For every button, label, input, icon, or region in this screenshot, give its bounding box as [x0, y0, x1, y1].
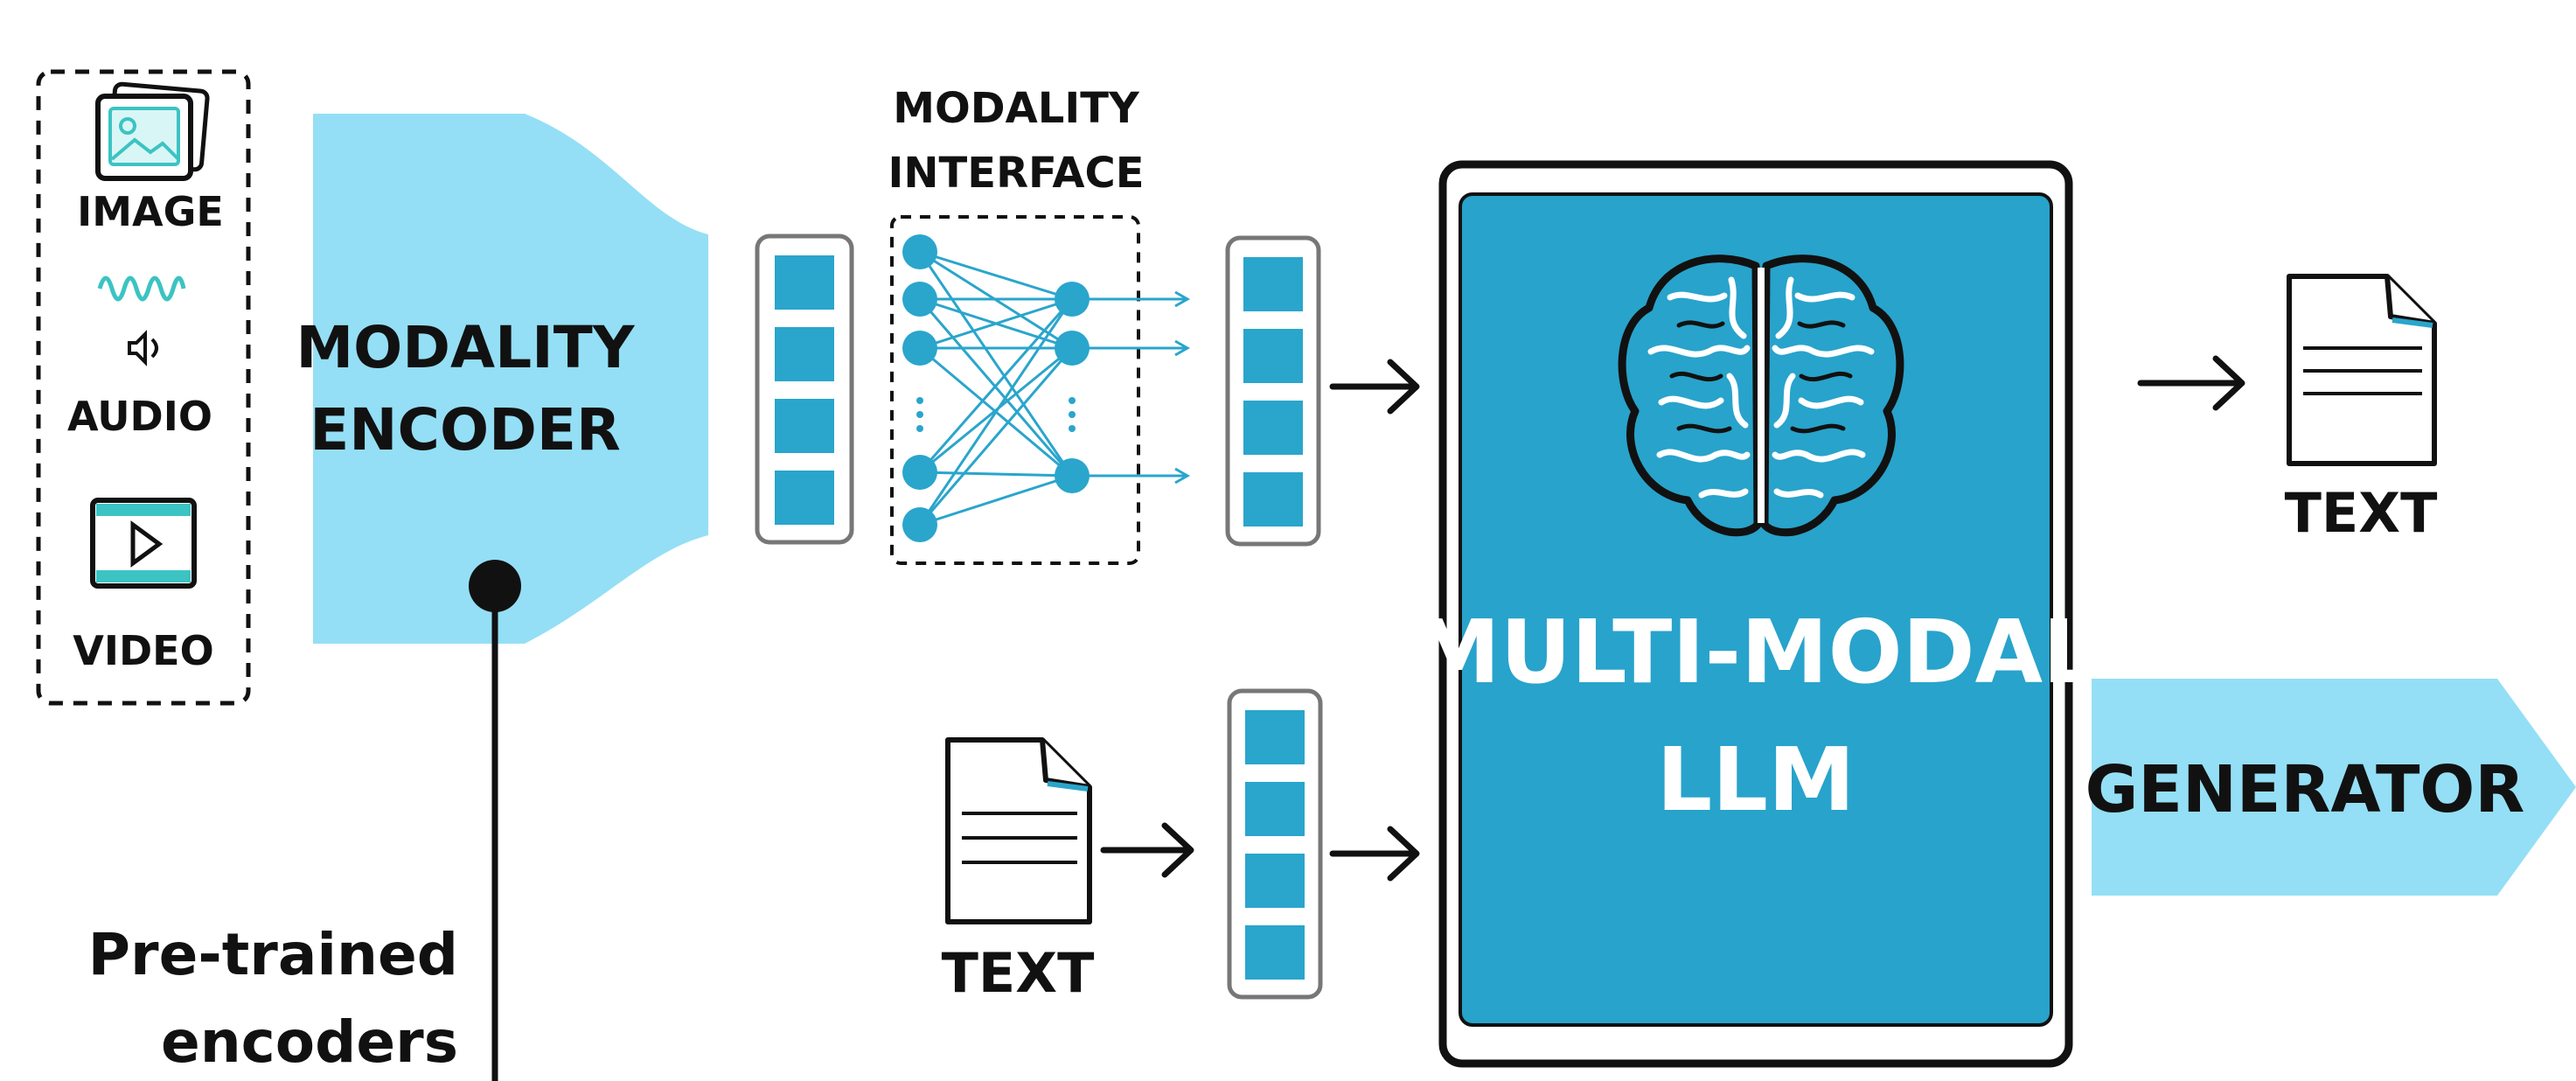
token	[1245, 710, 1305, 764]
annotation-line1: Pre-trained	[88, 921, 458, 988]
arrow-right-icon	[1100, 822, 1194, 878]
interface-line2: INTERFACE	[888, 149, 1145, 198]
arrow-right-icon	[2137, 355, 2245, 411]
token	[1245, 854, 1305, 908]
token	[775, 327, 834, 381]
interface-line1: MODALITY	[893, 84, 1140, 133]
token	[1243, 257, 1303, 311]
interface-dashed-box	[890, 215, 1140, 565]
generator-label: GENERATOR	[2085, 752, 2525, 827]
llm-inner-panel	[1459, 192, 2053, 1027]
modality-encoder-shape	[313, 114, 708, 644]
input-modalities-group: IMAGE AUDIO VIDEO	[36, 69, 251, 706]
modality-encoder: MODALITY ENCODER	[296, 114, 708, 644]
multimodal-llm: MULTI-MODAL LLM	[1413, 160, 2099, 1068]
video-play-icon	[90, 498, 197, 589]
text-input-label: TEXT	[942, 941, 1095, 1005]
encoder-line1: MODALITY	[296, 314, 635, 381]
token	[1243, 472, 1303, 527]
token	[1245, 782, 1305, 836]
token	[1243, 401, 1303, 455]
llm-line2: LLM	[1657, 729, 1855, 831]
document-icon	[2287, 274, 2437, 466]
token	[775, 255, 834, 310]
image-icon	[95, 81, 210, 181]
generator: GENERATOR	[2085, 679, 2576, 896]
modality-interface: MODALITY INTERFACE	[888, 84, 1191, 565]
arrow-right-icon	[1329, 359, 1420, 415]
text-input-document: TEXT	[942, 737, 1095, 1005]
token	[775, 471, 834, 525]
speaker-icon	[128, 330, 158, 366]
encoder-token-stack	[755, 234, 854, 545]
token	[1243, 329, 1303, 383]
network-nodes	[902, 234, 1090, 542]
arrow-right-icon	[1329, 826, 1420, 882]
pretrained-annotation: Pre-trained encoders	[88, 586, 498, 1081]
image-label: IMAGE	[77, 188, 224, 235]
encoder-line2: ENCODER	[310, 396, 621, 464]
generator-shape	[2092, 679, 2576, 896]
text-token-stack	[1227, 688, 1323, 1000]
document-icon	[945, 737, 1092, 924]
audio-wave-icon	[97, 275, 186, 302]
annotation-line2: encoders	[161, 1008, 458, 1076]
token	[1245, 925, 1305, 980]
text-output-document: TEXT	[2285, 274, 2438, 545]
brain-icon	[1618, 255, 1904, 537]
text-output-label: TEXT	[2285, 481, 2438, 545]
network-connections	[918, 250, 1191, 527]
audio-label: AUDIO	[67, 393, 212, 440]
token	[775, 399, 834, 453]
interface-token-stack	[1225, 235, 1321, 547]
video-label: VIDEO	[73, 627, 213, 674]
llm-line1: MULTI-MODAL	[1413, 601, 2098, 703]
